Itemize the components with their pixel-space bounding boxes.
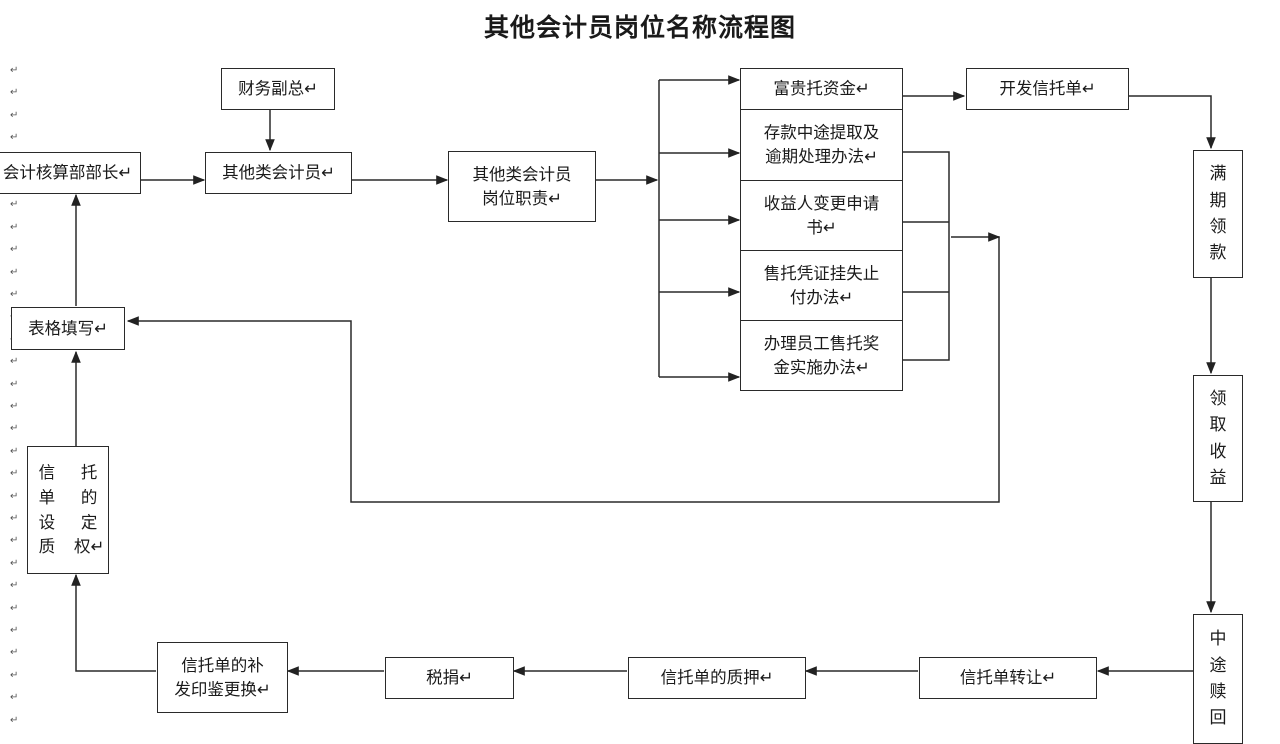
pledge-setup-char: 的 (80, 487, 98, 507)
edge-reissue-to-setup (71, 573, 156, 672)
pledge-setup-char: 定 (80, 512, 98, 532)
diagram-title: 其他会计员岗位名称流程图 (483, 13, 796, 42)
paragraph-mark: ↵ (10, 647, 19, 659)
paragraph-mark: ↵ (10, 468, 19, 480)
node-finance-vp-label: 财务副总↵ (238, 79, 318, 99)
node-trust-pledge-label: 信托单的质押↵ (660, 668, 774, 688)
paragraph-mark: ↵ (10, 87, 19, 99)
paragraph-mark: ↵ (10, 557, 19, 569)
node-trust-transfer-label: 信托单转让↵ (959, 668, 1057, 688)
node-trust-funds-label: 富贵托资金↵ (773, 79, 870, 99)
paragraph-mark: ↵ (10, 378, 19, 390)
paragraph-mark: ↵ (10, 199, 19, 211)
node-trust-pledge: 信托单的质押↵ (628, 657, 806, 699)
node-certificate-loss: 售托凭证挂失止 付办法↵ (740, 250, 903, 321)
node-other-accountant: 其他类会计员↵ (205, 152, 352, 194)
node-issue-trust-bill: 开发信托单↵ (966, 68, 1129, 110)
pledge-setup-char: 质 (38, 537, 56, 557)
paragraph-mark: ↵ (10, 244, 19, 256)
node-certificate-loss-label: 售托凭证挂失止 付办法↵ (763, 263, 880, 307)
pledge-setup-char: 托 (80, 462, 98, 482)
node-reissue-seal: 信托单的补 发印鉴更换↵ (157, 642, 288, 713)
node-reissue-seal-label: 信托单的补 发印鉴更换↵ (174, 655, 271, 699)
paragraph-mark: ↵ (10, 221, 19, 233)
node-tax: 税捐↵ (385, 657, 514, 699)
node-issue-trust-bill-label: 开发信托单↵ (999, 79, 1096, 99)
node-beneficiary-change-label: 收益人变更申请 书↵ (763, 193, 880, 237)
node-withdraw-overdue: 存款中途提取及 逾期处理办法↵ (740, 109, 903, 181)
node-other-accountant-label: 其他类会计员↵ (222, 163, 335, 183)
paragraph-mark: ↵ (10, 109, 19, 121)
paragraph-mark: ↵ (10, 535, 19, 547)
paragraph-mark: ↵ (10, 445, 19, 457)
node-employee-bonus-label: 办理员工售托奖 金实施办法↵ (763, 333, 880, 377)
paragraph-mark: ↵ (10, 356, 19, 368)
node-receive-income: 领 取 收 益 (1193, 375, 1243, 502)
paragraph-mark: ↵ (10, 289, 19, 300)
pledge-setup-char: 权↵ (74, 537, 105, 557)
node-trust-funds: 富贵托资金↵ (740, 68, 903, 110)
pledge-setup-char: 单 (38, 487, 56, 507)
node-maturity-collect-label: 满 期 领 款 (1209, 164, 1227, 264)
merge-bracket (903, 151, 950, 361)
node-midway-redeem-label: 中 途 赎 回 (1209, 629, 1227, 729)
node-tax-label: 税捐↵ (426, 668, 473, 688)
paragraph-mark: ↵ (10, 65, 19, 76)
node-trust-transfer: 信托单转让↵ (919, 657, 1097, 699)
node-midway-redeem: 中 途 赎 回 (1193, 614, 1243, 744)
edge-issue-to-maturity (1129, 95, 1216, 150)
paragraph-mark: ↵ (10, 625, 19, 636)
paragraph-mark: ↵ (10, 580, 19, 592)
paragraph-mark: ↵ (10, 423, 19, 435)
node-pledge-setup-label: 信 托 单 的 设 定 质 权↵ (32, 461, 105, 560)
paragraph-mark: ↵ (10, 490, 19, 502)
paragraph-mark: ↵ (10, 401, 19, 412)
paragraph-mark: ↵ (10, 714, 19, 726)
node-pledge-setup: 信 托 单 的 设 定 质 权↵ (27, 446, 109, 574)
node-job-duties: 其他类会计员 岗位职责↵ (448, 151, 596, 222)
pledge-setup-char: 设 (38, 512, 56, 532)
node-form-fill: 表格填写↵ (11, 307, 125, 350)
paragraph-mark: ↵ (10, 602, 19, 614)
paragraph-mark: ↵ (10, 132, 19, 144)
node-finance-vp: 财务副总↵ (221, 68, 335, 110)
paragraph-mark: ↵ (10, 692, 19, 704)
paragraph-mark: ↵ (10, 513, 19, 524)
node-accounting-head-label: 会计核算部部长↵ (2, 163, 133, 183)
node-accounting-head: 会计核算部部长↵ (0, 152, 141, 194)
node-form-fill-label: 表格填写↵ (28, 318, 108, 338)
paragraph-mark: ↵ (10, 266, 19, 278)
node-employee-bonus: 办理员工售托奖 金实施办法↵ (740, 320, 903, 391)
node-withdraw-overdue-label: 存款中途提取及 逾期处理办法↵ (763, 123, 880, 166)
node-beneficiary-change: 收益人变更申请 书↵ (740, 180, 903, 251)
pledge-setup-char: 信 (38, 462, 56, 482)
paragraph-mark: ↵ (10, 669, 19, 681)
node-job-duties-label: 其他类会计员 岗位职责↵ (472, 164, 572, 208)
node-maturity-collect: 满 期 领 款 (1193, 150, 1243, 278)
node-receive-income-label: 领 取 收 益 (1209, 388, 1227, 488)
